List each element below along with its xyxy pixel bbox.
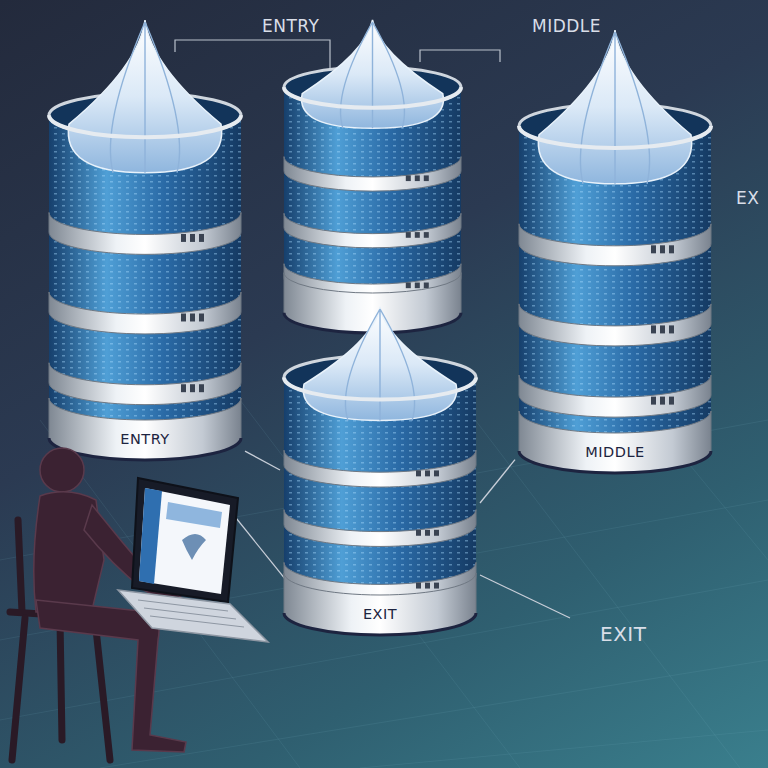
- connector-line: [480, 460, 515, 503]
- free-label: EXIT: [600, 622, 646, 646]
- free-label: ENTRY: [262, 16, 319, 36]
- connector-line: [245, 451, 280, 470]
- stack-outline: [45, 18, 245, 460]
- free-label: EX: [736, 188, 759, 208]
- top-bracket-lines: [175, 40, 500, 68]
- server-stack: MIDDLE: [515, 28, 715, 473]
- stack-label: ENTRY: [45, 429, 245, 449]
- server-stack: [284, 20, 461, 333]
- free-label: MIDDLE: [532, 16, 601, 36]
- person-silhouette: [34, 448, 186, 752]
- stack-outline: [515, 28, 715, 473]
- server-stack: ENTRY: [45, 18, 245, 460]
- laptop: [118, 478, 268, 642]
- server-stack: EXIT: [280, 305, 480, 635]
- stack-label: MIDDLE: [515, 442, 715, 462]
- stack-outline: [280, 305, 480, 635]
- stack-label: EXIT: [280, 604, 480, 624]
- chair: [10, 520, 110, 760]
